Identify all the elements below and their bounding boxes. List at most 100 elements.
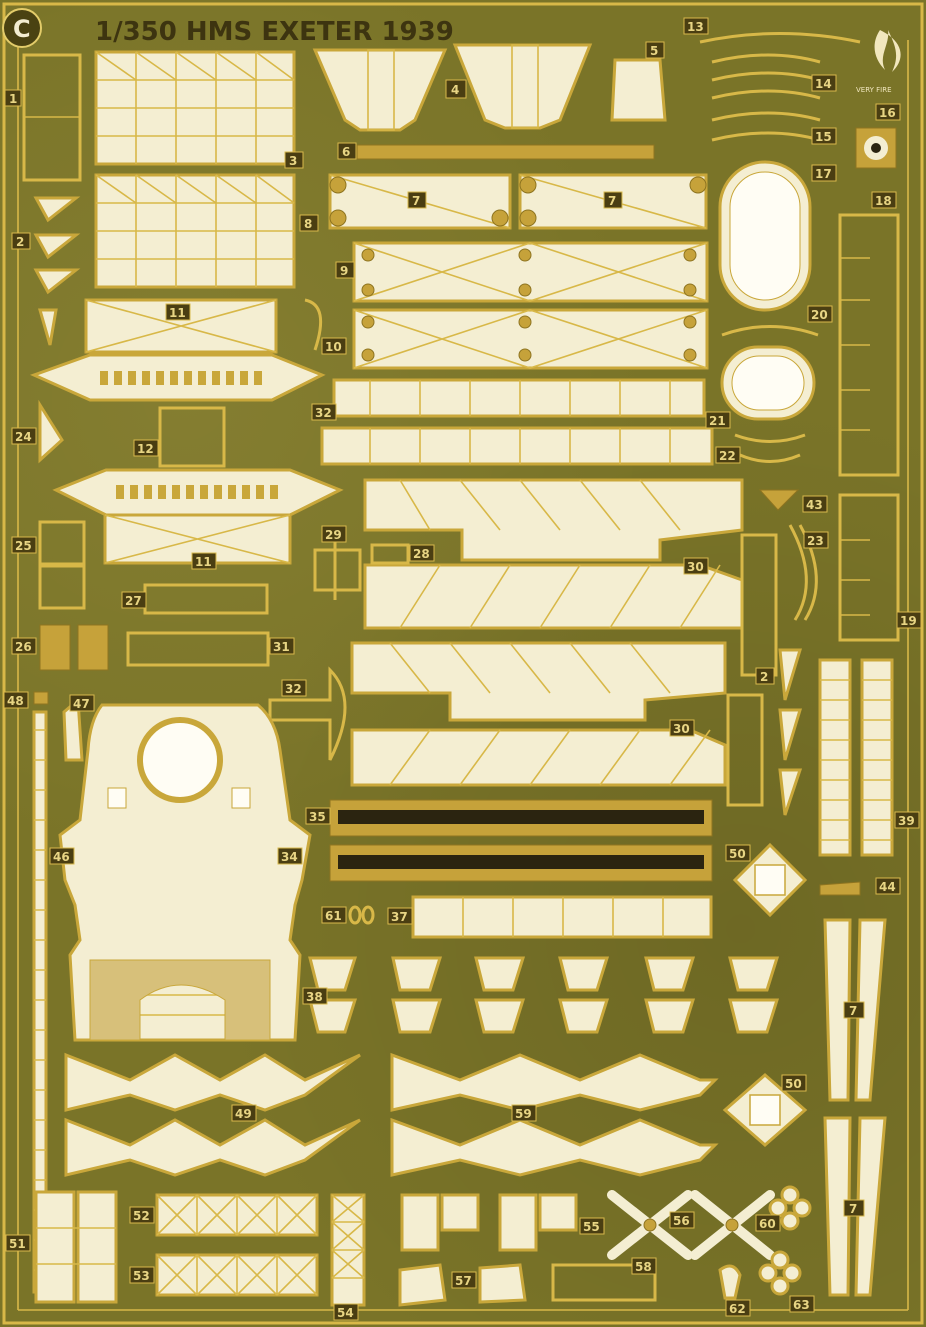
label-7d: 7	[843, 1199, 865, 1217]
part-2	[33, 196, 81, 346]
label-60: 60	[755, 1214, 781, 1232]
label-31: 31	[269, 637, 295, 655]
label-54: 54	[333, 1303, 359, 1321]
label-7b: 7	[603, 191, 623, 209]
label-27: 27	[121, 591, 147, 609]
label-11a: 11	[165, 303, 191, 321]
svg-text:61: 61	[325, 909, 342, 923]
svg-text:9: 9	[340, 264, 348, 278]
svg-text:14: 14	[815, 77, 832, 91]
label-29: 29	[321, 525, 347, 543]
svg-text:27: 27	[125, 594, 142, 608]
part-63	[758, 1250, 802, 1296]
label-2: 2	[11, 232, 31, 250]
svg-text:7: 7	[412, 194, 420, 208]
label-39: 39	[894, 811, 920, 829]
svg-text:59: 59	[515, 1107, 532, 1121]
part-29	[313, 540, 362, 600]
part-48	[33, 691, 49, 705]
svg-text:58: 58	[635, 1260, 652, 1274]
svg-text:1: 1	[9, 92, 17, 106]
part-13-15-arcs	[699, 32, 861, 142]
label-15: 15	[811, 127, 837, 145]
svg-text:11: 11	[169, 306, 186, 320]
label-32a: 32	[281, 679, 307, 697]
label-10: 10	[321, 337, 347, 355]
label-57: 57	[451, 1271, 477, 1289]
svg-text:8: 8	[304, 217, 312, 231]
part-19	[838, 493, 900, 642]
label-23: 23	[803, 531, 829, 549]
svg-text:32: 32	[315, 406, 332, 420]
label-51: 51	[5, 1234, 31, 1252]
part-30-side-b	[726, 693, 764, 807]
label-53: 53	[129, 1266, 155, 1284]
part-9	[352, 241, 709, 303]
part-5	[610, 58, 667, 122]
svg-text:12: 12	[137, 442, 154, 456]
label-4: 4	[445, 79, 467, 99]
part-54	[330, 1193, 366, 1307]
part-32	[320, 378, 714, 466]
part-4	[312, 43, 593, 132]
svg-text:46: 46	[53, 850, 70, 864]
part-30-lower	[350, 641, 727, 787]
svg-text:44: 44	[879, 880, 896, 894]
svg-text:17: 17	[815, 167, 832, 181]
svg-text:7: 7	[849, 1202, 857, 1216]
part-20	[721, 325, 819, 337]
part-11-bottom	[52, 468, 344, 565]
label-50a: 50	[725, 844, 751, 862]
svg-text:55: 55	[583, 1220, 600, 1234]
part-62	[718, 1264, 742, 1300]
part-43	[758, 489, 800, 511]
svg-text:49: 49	[235, 1107, 252, 1121]
part-59	[390, 1052, 719, 1177]
label-32b: 32	[311, 403, 337, 421]
label-48: 48	[3, 691, 29, 709]
label-5: 5	[645, 41, 665, 59]
svg-text:11: 11	[195, 555, 212, 569]
label-49: 49	[231, 1104, 257, 1122]
brand-logo: VERY FIRE	[856, 30, 901, 94]
label-46: 46	[49, 847, 75, 865]
part-31	[126, 631, 270, 667]
label-50b: 50	[781, 1074, 807, 1092]
svg-text:32: 32	[285, 682, 302, 696]
svg-text:28: 28	[413, 547, 430, 561]
svg-text:34: 34	[281, 850, 298, 864]
label-25: 25	[11, 536, 37, 554]
part-35	[329, 799, 713, 882]
svg-text:50: 50	[785, 1077, 802, 1091]
svg-text:35: 35	[309, 810, 326, 824]
svg-text:43: 43	[806, 498, 823, 512]
svg-text:52: 52	[133, 1209, 150, 1223]
part-3	[94, 50, 296, 289]
label-30b: 30	[669, 719, 695, 737]
svg-text:38: 38	[306, 990, 323, 1004]
svg-text:31: 31	[273, 640, 290, 654]
svg-text:6: 6	[342, 145, 350, 159]
part-30-side-a	[740, 533, 778, 677]
part-22	[734, 433, 806, 463]
svg-text:15: 15	[815, 130, 832, 144]
label-16: 16	[875, 103, 901, 121]
label-1: 1	[4, 89, 22, 107]
part-24	[38, 399, 64, 464]
svg-text:56: 56	[673, 1214, 690, 1228]
part-50-upper	[732, 842, 808, 918]
label-7c: 7	[843, 1001, 865, 1019]
svg-text:22: 22	[719, 449, 736, 463]
label-2b: 2	[755, 667, 775, 685]
part-2-right	[778, 648, 803, 816]
part-30-upper	[363, 478, 744, 630]
svg-text:63: 63	[793, 1298, 810, 1312]
label-22: 22	[715, 446, 741, 464]
part-28	[370, 543, 410, 565]
svg-text:50: 50	[729, 847, 746, 861]
svg-text:16: 16	[879, 106, 896, 120]
svg-text:47: 47	[73, 697, 90, 711]
svg-text:60: 60	[759, 1217, 776, 1231]
